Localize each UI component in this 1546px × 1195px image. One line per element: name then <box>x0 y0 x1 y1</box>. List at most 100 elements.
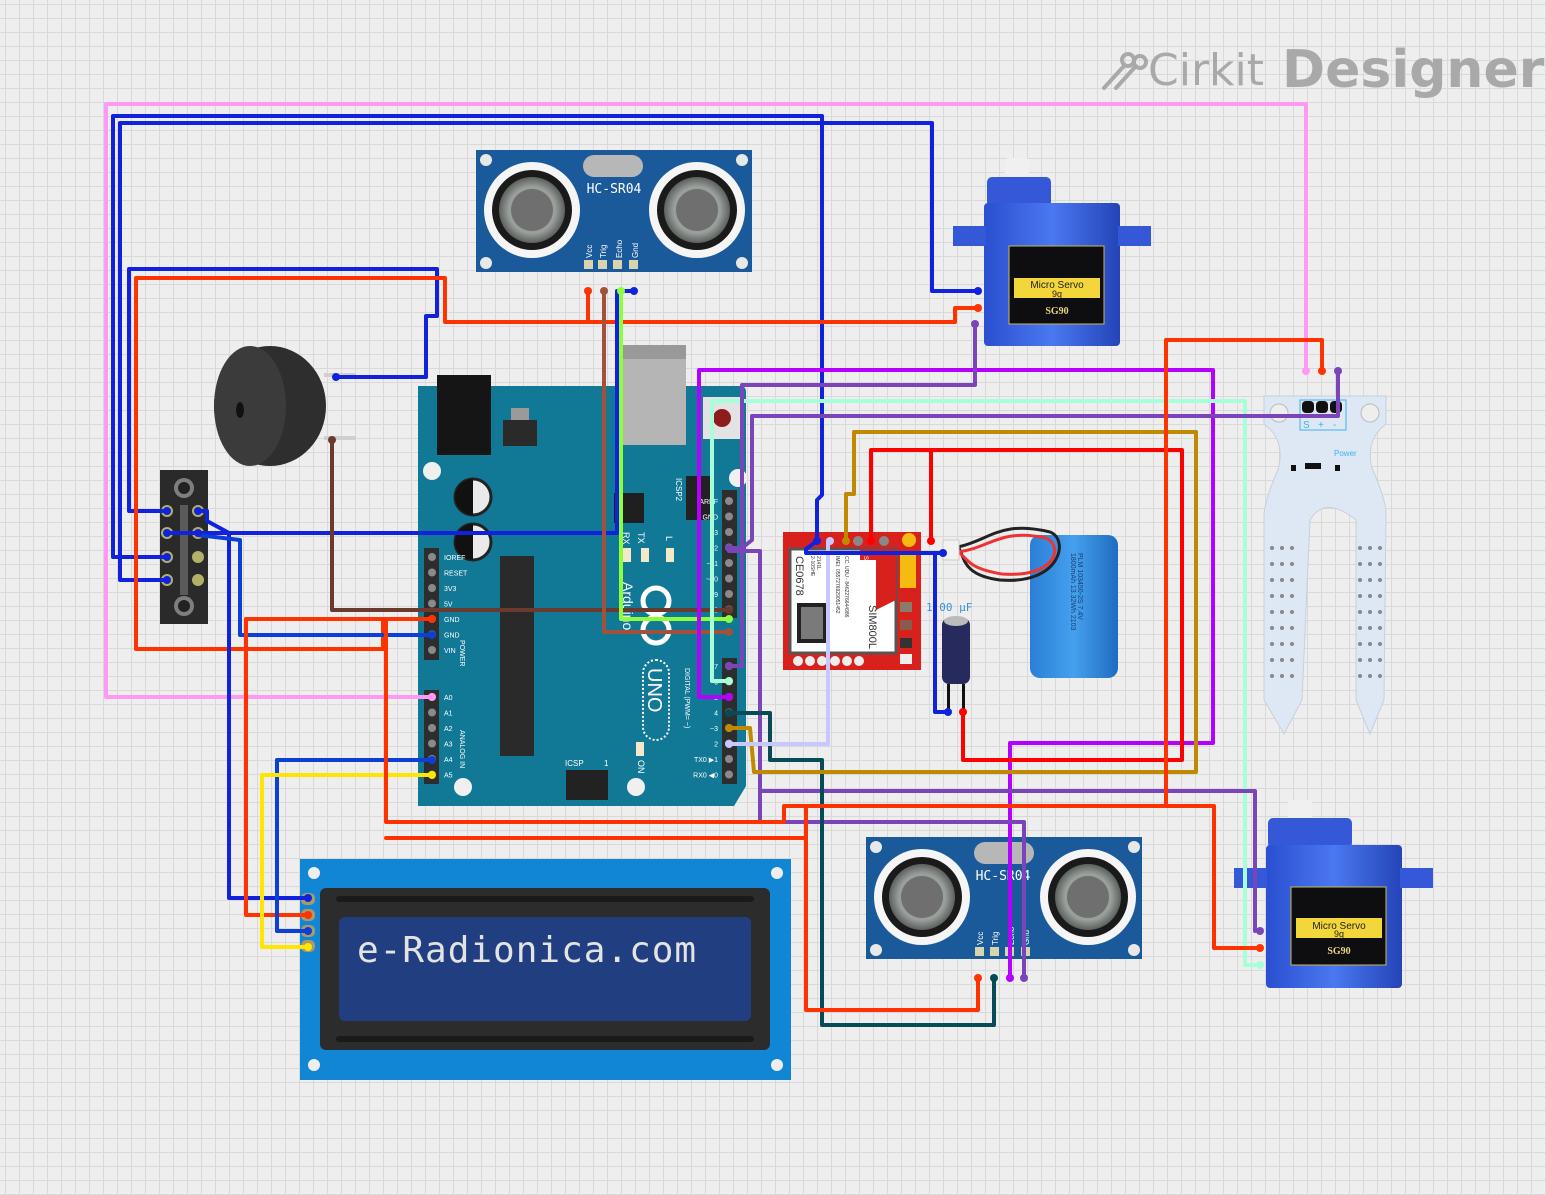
wire-endpoint[interactable] <box>1318 367 1326 375</box>
wire-endpoint[interactable] <box>428 693 436 701</box>
wire-endpoint[interactable] <box>194 529 202 537</box>
wire-endpoint[interactable] <box>974 304 982 312</box>
wire-endpoint[interactable] <box>725 677 733 685</box>
wire-endpoint[interactable] <box>304 911 312 919</box>
power-pin[interactable] <box>428 584 436 592</box>
wire-endpoint[interactable] <box>944 708 952 716</box>
power-pin[interactable] <box>428 599 436 608</box>
lcd-16x2-display[interactable]: e-Radionica.com <box>300 859 791 1080</box>
wire-blue[interactable] <box>196 509 310 900</box>
wire-endpoint[interactable] <box>163 553 171 561</box>
wire-endpoint[interactable] <box>725 606 733 614</box>
wire-endpoint[interactable] <box>990 974 998 982</box>
lipo-battery[interactable]: PLM 103450-2S 7.4V 1800mAh 13.32Wh 2103 <box>942 526 1118 678</box>
wire-blue2[interactable] <box>275 758 434 933</box>
wire-lime[interactable] <box>619 289 731 621</box>
wire-endpoint[interactable] <box>328 436 336 444</box>
wire-red[interactable] <box>929 448 1184 762</box>
wire-blue[interactable] <box>118 121 980 582</box>
wire-endpoint[interactable] <box>163 576 171 584</box>
wire-endpoint[interactable] <box>163 529 171 537</box>
wire-orange-red[interactable] <box>1164 804 1262 950</box>
wire-sienna[interactable] <box>602 289 731 634</box>
wire-endpoint[interactable] <box>332 373 340 381</box>
analog-pin[interactable] <box>428 724 436 732</box>
wire-endpoint[interactable] <box>842 537 850 545</box>
wire-endpoint[interactable] <box>725 615 733 623</box>
soil-moisture-sensor[interactable]: S + - Power <box>1263 395 1387 736</box>
wire-endpoint[interactable] <box>974 287 982 295</box>
wire-endpoint[interactable] <box>304 894 312 902</box>
power-pin[interactable] <box>428 553 436 561</box>
wire-endpoint[interactable] <box>428 631 436 639</box>
wire-endpoint[interactable] <box>927 537 935 545</box>
electrolytic-capacitor[interactable]: 1.00 µF <box>926 601 972 712</box>
wire-endpoint[interactable] <box>304 943 312 951</box>
terminal-block[interactable] <box>160 470 208 624</box>
ultrasonic-sensor-top[interactable]: HC-SR04 Vcc Trig Echo Gnd <box>476 150 752 272</box>
wire-endpoint[interactable] <box>304 927 312 935</box>
wire-blue2[interactable] <box>196 533 434 637</box>
wire-endpoint[interactable] <box>813 537 821 545</box>
wire-endpoint[interactable] <box>974 974 982 982</box>
wire-yellow[interactable] <box>260 773 434 949</box>
wire-endpoint[interactable] <box>630 287 638 295</box>
wire-endpoint[interactable] <box>725 693 733 701</box>
wire-endpoint[interactable] <box>939 549 947 557</box>
digital-pin[interactable] <box>725 755 733 763</box>
wire-teal-dark[interactable] <box>727 711 996 1027</box>
ultrasonic-sensor-bottom[interactable]: HC-SR04 Vcc Trig Echo Gnd <box>866 837 1142 959</box>
digital-pin[interactable] <box>725 574 733 583</box>
digital-pin[interactable] <box>725 528 733 536</box>
wire-blue[interactable] <box>111 114 824 559</box>
analog-pin[interactable] <box>428 708 436 717</box>
servo-top[interactable]: Micro Servo 9g SG90 <box>953 158 1151 346</box>
analog-pin[interactable] <box>428 739 436 748</box>
piezo-buzzer[interactable] <box>214 346 356 466</box>
wire-mint[interactable] <box>710 399 1262 967</box>
wire-endpoint[interactable] <box>867 537 875 545</box>
wire-lavender[interactable] <box>727 539 830 746</box>
wire-endpoint[interactable] <box>826 537 834 545</box>
wire-endpoint[interactable] <box>600 287 608 295</box>
wire-endpoint[interactable] <box>428 756 436 764</box>
wire-endpoint[interactable] <box>725 662 733 670</box>
wire-blue[interactable] <box>804 539 937 555</box>
wire-endpoint[interactable] <box>1334 367 1342 375</box>
wire-endpoint[interactable] <box>725 740 733 748</box>
wire-endpoint[interactable] <box>725 724 733 732</box>
wire-brown[interactable] <box>330 438 731 612</box>
wire-endpoint[interactable] <box>1020 974 1028 982</box>
wire-endpoint[interactable] <box>163 507 171 515</box>
wire-orange-red[interactable] <box>384 338 1324 824</box>
wire-red[interactable] <box>869 448 933 543</box>
wire-purple[interactable] <box>697 368 1215 980</box>
wire-violet[interactable] <box>758 789 1257 933</box>
wire-endpoint[interactable] <box>194 507 202 515</box>
wire-endpoint[interactable] <box>1256 927 1264 935</box>
wire-endpoint[interactable] <box>1256 961 1264 969</box>
wire-violet[interactable] <box>727 369 1340 550</box>
servo-bottom[interactable]: Micro Servo 9g SG90 <box>1234 800 1433 988</box>
digital-pin[interactable] <box>725 512 733 521</box>
wire-endpoint[interactable] <box>1302 367 1310 375</box>
power-pin[interactable] <box>428 568 436 577</box>
power-pin[interactable] <box>428 646 436 654</box>
digital-pin[interactable] <box>725 559 733 567</box>
wire-endpoint[interactable] <box>428 771 436 779</box>
wire-endpoint[interactable] <box>725 628 733 636</box>
wire-blue[interactable] <box>127 267 439 513</box>
wire-endpoint[interactable] <box>971 320 979 328</box>
wire-endpoint[interactable] <box>725 709 733 717</box>
wire-endpoint[interactable] <box>617 287 625 295</box>
digital-pin[interactable] <box>725 590 733 598</box>
wire-endpoint[interactable] <box>959 708 967 716</box>
wire-violet[interactable] <box>727 322 977 668</box>
digital-pin[interactable] <box>725 770 733 779</box>
wire-orange-red[interactable] <box>804 836 980 1012</box>
wire-pink[interactable] <box>104 102 1308 699</box>
digital-pin[interactable] <box>725 497 733 505</box>
wire-endpoint[interactable] <box>725 544 733 552</box>
wire-endpoint[interactable] <box>584 287 592 295</box>
